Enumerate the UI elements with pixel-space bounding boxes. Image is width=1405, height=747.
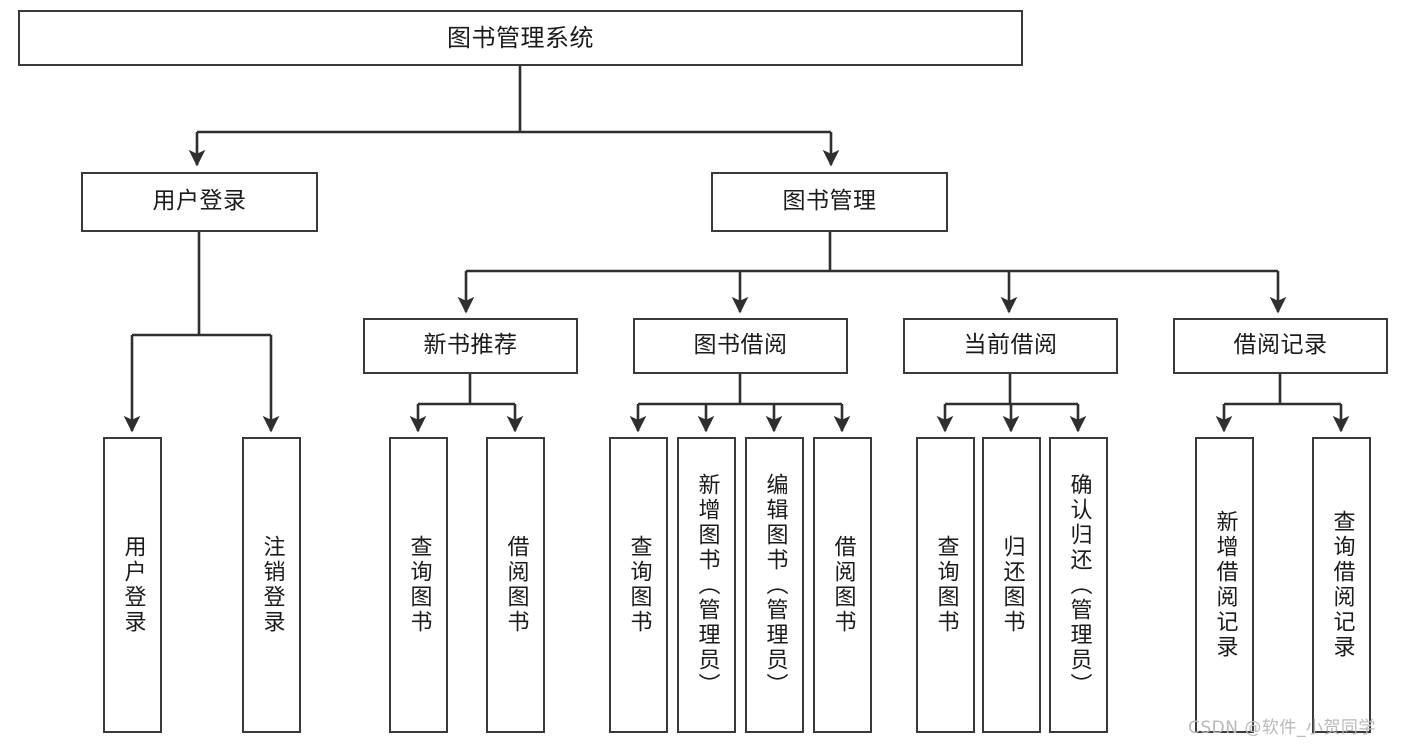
node-label: 当前借阅 (963, 332, 1058, 359)
node-label: 确认归还（管理员） (1066, 472, 1092, 698)
node-book-management[interactable]: 图书管理 (711, 172, 948, 232)
node-leaf-current-query-books[interactable]: 查询图书 (916, 437, 975, 733)
node-leaf-user-login[interactable]: 用户登录 (103, 437, 162, 733)
node-label: 查询图书 (933, 535, 959, 635)
node-user-login[interactable]: 用户登录 (81, 172, 318, 232)
node-label: 编辑图书（管理员） (762, 472, 788, 698)
node-label: 图书管理 (782, 188, 877, 215)
node-label: 注销登录 (259, 535, 285, 635)
node-leaf-borrow-borrow-books[interactable]: 借阅图书 (813, 437, 872, 733)
node-label: 用户登录 (152, 188, 247, 215)
node-label: 借阅图书 (503, 535, 529, 635)
node-current-borrowing[interactable]: 当前借阅 (903, 318, 1118, 374)
node-leaf-logout[interactable]: 注销登录 (242, 437, 301, 733)
node-label: 新增借阅记录 (1212, 510, 1238, 660)
node-label: 归还图书 (999, 535, 1025, 635)
node-leaf-newbook-query-books[interactable]: 查询图书 (389, 437, 448, 733)
node-leaf-borrow-edit-book-admin[interactable]: 编辑图书（管理员） (745, 437, 804, 733)
node-label: 查询借阅记录 (1329, 510, 1355, 660)
node-label: 新书推荐 (423, 332, 518, 359)
node-label: 查询图书 (626, 535, 652, 635)
node-new-book-recommendation[interactable]: 新书推荐 (363, 318, 578, 374)
node-label: 新增图书（管理员） (694, 472, 720, 698)
node-label: 查询图书 (406, 535, 432, 635)
node-leaf-current-confirm-return-admin[interactable]: 确认归还（管理员） (1049, 437, 1108, 733)
node-root-book-management-system[interactable]: 图书管理系统 (18, 10, 1023, 66)
node-leaf-record-add-record[interactable]: 新增借阅记录 (1195, 437, 1254, 733)
node-label: 图书管理系统 (447, 23, 594, 52)
node-leaf-record-query-record[interactable]: 查询借阅记录 (1312, 437, 1371, 733)
node-leaf-newbook-borrow-books[interactable]: 借阅图书 (486, 437, 545, 733)
node-label: 用户登录 (120, 535, 146, 635)
watermark: CSDN @软件_小贺同学 (1188, 718, 1376, 738)
node-leaf-borrow-add-book-admin[interactable]: 新增图书（管理员） (677, 437, 736, 733)
node-label: 借阅图书 (830, 535, 856, 635)
node-leaf-borrow-query-books[interactable]: 查询图书 (609, 437, 668, 733)
node-borrowing-record[interactable]: 借阅记录 (1173, 318, 1388, 374)
node-label: 借阅记录 (1233, 332, 1328, 359)
node-label: 图书借阅 (693, 332, 788, 359)
node-book-borrowing[interactable]: 图书借阅 (633, 318, 848, 374)
node-leaf-current-return-books[interactable]: 归还图书 (982, 437, 1041, 733)
